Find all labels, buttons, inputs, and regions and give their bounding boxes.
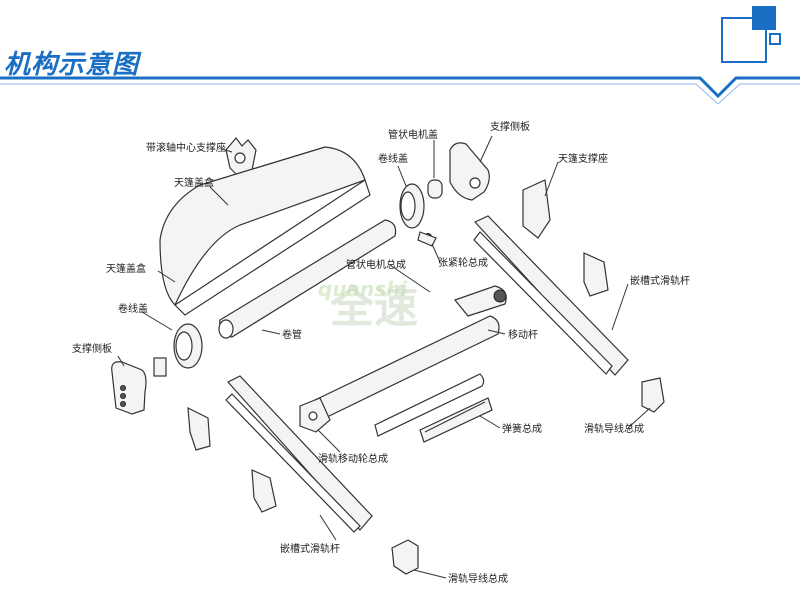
label-cover-box-top: 天篷盖盒: [174, 176, 214, 189]
support-plate-left-part: [111, 361, 147, 415]
support-plate-top-part: [449, 142, 490, 201]
label-support-plate-top: 支撑侧板: [490, 120, 530, 133]
canopy-bracket-part: [522, 179, 551, 239]
tube-motor-part: [453, 285, 507, 317]
label-tube-motor-cover: 管状电机盖: [388, 128, 438, 141]
label-canopy-bracket: 天篷支撑座: [558, 152, 608, 165]
label-roller-tube: 卷管: [282, 328, 302, 341]
roller-center-bracket-part: [225, 137, 257, 179]
rail-bottom-part: [225, 375, 373, 533]
header: 机构示意图: [0, 0, 800, 110]
winding-wheel-top-part: [399, 179, 443, 241]
label-tube-motor: 管状电机总成: [346, 258, 406, 271]
roller-tube-part: [218, 219, 397, 339]
left-bracket-part: [187, 406, 211, 451]
label-rail-bottom: 嵌槽式滑轨杆: [280, 542, 340, 555]
label-cover-box-left: 天篷盖盒: [106, 262, 146, 275]
slider-guide-right-part: [641, 377, 665, 413]
label-winding-wheel-left: 卷线盖: [118, 302, 148, 315]
rail-moving-wheel-part: [299, 397, 331, 433]
rail-bottom-bracket-part: [251, 469, 277, 513]
rail-right-bracket-part: [583, 252, 609, 297]
label-winding-wheel-top: 卷线盖: [378, 152, 408, 165]
page-title: 机构示意图: [4, 50, 140, 80]
label-slider-guide-bottom: 滑轨导线总成: [448, 572, 508, 585]
watermark: 全速: [329, 282, 418, 333]
slider-guide-bottom-part: [391, 539, 419, 575]
label-tension-wheel: 张紧轮总成: [438, 256, 488, 269]
label-support-plate-left: 支撑侧板: [72, 342, 112, 355]
tension-wheel-part: [417, 231, 437, 247]
label-rail-moving-wheel: 滑轨移动轮总成: [318, 452, 388, 465]
cover-box-part: [159, 146, 371, 316]
spring-assembly-part: [374, 373, 493, 443]
label-rail-right: 嵌槽式滑轨杆: [630, 274, 690, 287]
brand-logo-icon: [721, 6, 781, 63]
winding-wheel-left-part: [153, 323, 203, 377]
label-moving-bar: 移动杆: [508, 328, 538, 341]
label-roller-center-bracket: 带滚轴中心支撑座: [146, 141, 226, 154]
header-rule: [0, 76, 800, 105]
label-slider-guide-right: 滑轨导线总成: [584, 422, 644, 435]
rail-right-part: [473, 215, 629, 376]
label-spring-assembly: 弹簧总成: [502, 422, 542, 435]
watermark-latin: quanshi: [318, 277, 408, 301]
